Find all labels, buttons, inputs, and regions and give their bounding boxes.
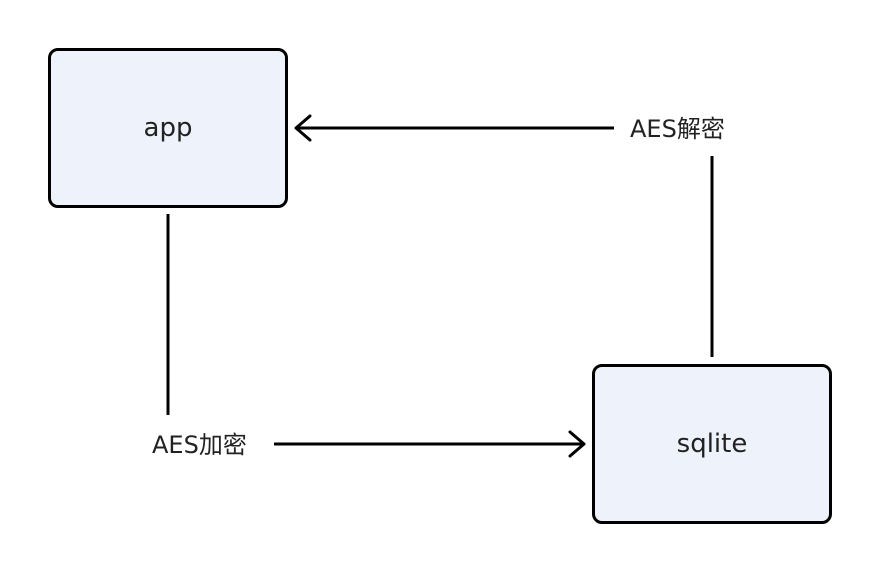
arrowhead-into-sqlite [568, 430, 586, 458]
node-app[interactable]: app [48, 48, 288, 208]
arrowhead-into-app [294, 114, 312, 142]
edge-label-decrypt: AES解密 [630, 115, 725, 143]
node-app-label: app [143, 113, 193, 143]
node-sqlite-label: sqlite [676, 429, 748, 459]
edge-label-encrypt: AES加密 [152, 431, 247, 459]
node-sqlite[interactable]: sqlite [592, 364, 832, 524]
